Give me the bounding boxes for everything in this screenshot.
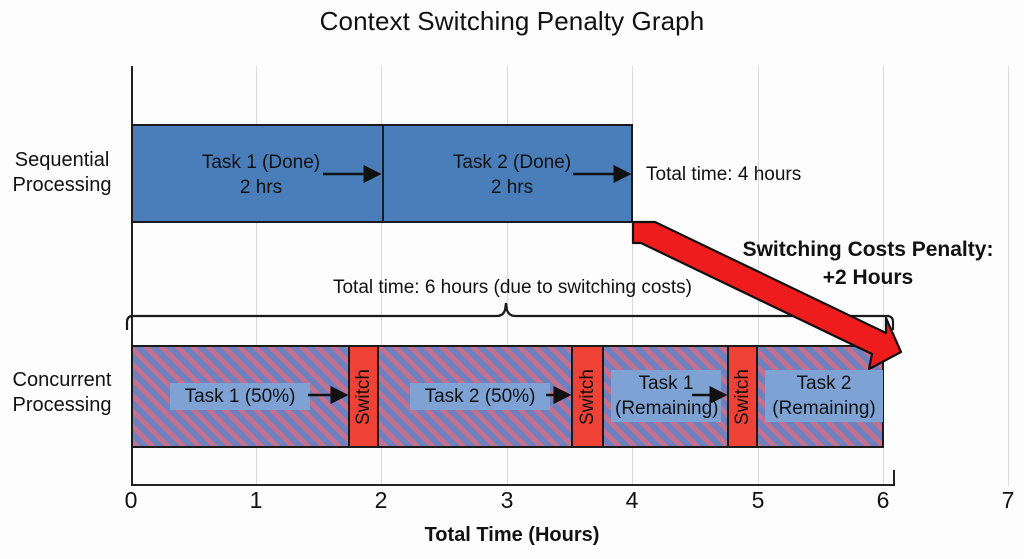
concurrent-task1-remaining-label: Task 1 (Remaining) bbox=[611, 370, 721, 422]
x-tick-label-1: 1 bbox=[249, 487, 263, 513]
gridline-2 bbox=[381, 66, 382, 486]
y-axis-line bbox=[131, 66, 133, 485]
x-tick-label-5: 5 bbox=[751, 487, 765, 513]
x-tick-label-7: 7 bbox=[1001, 487, 1015, 513]
gridline-3 bbox=[507, 66, 508, 486]
concurrent-task2-remaining-label: Task 2 (Remaining) bbox=[765, 370, 883, 422]
switch-block-2-label: Switch bbox=[576, 368, 598, 425]
gridline-1 bbox=[256, 66, 257, 486]
concurrent-task1-half-label: Task 1 (50%) bbox=[170, 383, 310, 410]
x-tick-label-3: 3 bbox=[500, 487, 514, 513]
switch-block-2: Switch bbox=[571, 345, 604, 448]
x-tick-label-4: 4 bbox=[625, 487, 639, 513]
sequential-total-label: Total time: 4 hours bbox=[646, 164, 802, 185]
concurrent-total-label: Total time: 6 hours (due to switching co… bbox=[332, 277, 693, 298]
x-tick-label-0: 0 bbox=[124, 487, 138, 513]
concurrent-task2-half-label: Task 2 (50%) bbox=[410, 383, 550, 410]
gridline-7 bbox=[1008, 66, 1009, 486]
sequential-bar-divider bbox=[382, 124, 384, 223]
x-tick-label-2: 2 bbox=[374, 487, 388, 513]
switch-block-3: Switch bbox=[727, 345, 758, 448]
x-axis-title: Total Time (Hours) bbox=[424, 524, 600, 546]
sequential-task1-label: Task 1 (Done) 2 hrs bbox=[201, 152, 321, 198]
page-title: Context Switching Penalty Graph bbox=[319, 6, 705, 36]
x-axis-tick-start bbox=[131, 470, 133, 486]
row-label-sequential: Sequential Processing bbox=[12, 149, 112, 196]
switch-block-1-label: Switch bbox=[352, 368, 374, 425]
switch-block-1: Switch bbox=[348, 345, 379, 448]
x-axis-line bbox=[131, 484, 894, 486]
total-time-brace bbox=[125, 302, 895, 330]
x-tick-label-6: 6 bbox=[876, 487, 890, 513]
sequential-task2-label: Task 2 (Done) 2 hrs bbox=[452, 152, 572, 198]
row-label-concurrent: Concurrent Processing bbox=[12, 369, 112, 416]
penalty-annotation: Switching Costs Penalty: +2 Hours bbox=[742, 238, 994, 289]
switch-block-3-label: Switch bbox=[731, 368, 753, 425]
x-axis-tick-end bbox=[893, 470, 895, 486]
